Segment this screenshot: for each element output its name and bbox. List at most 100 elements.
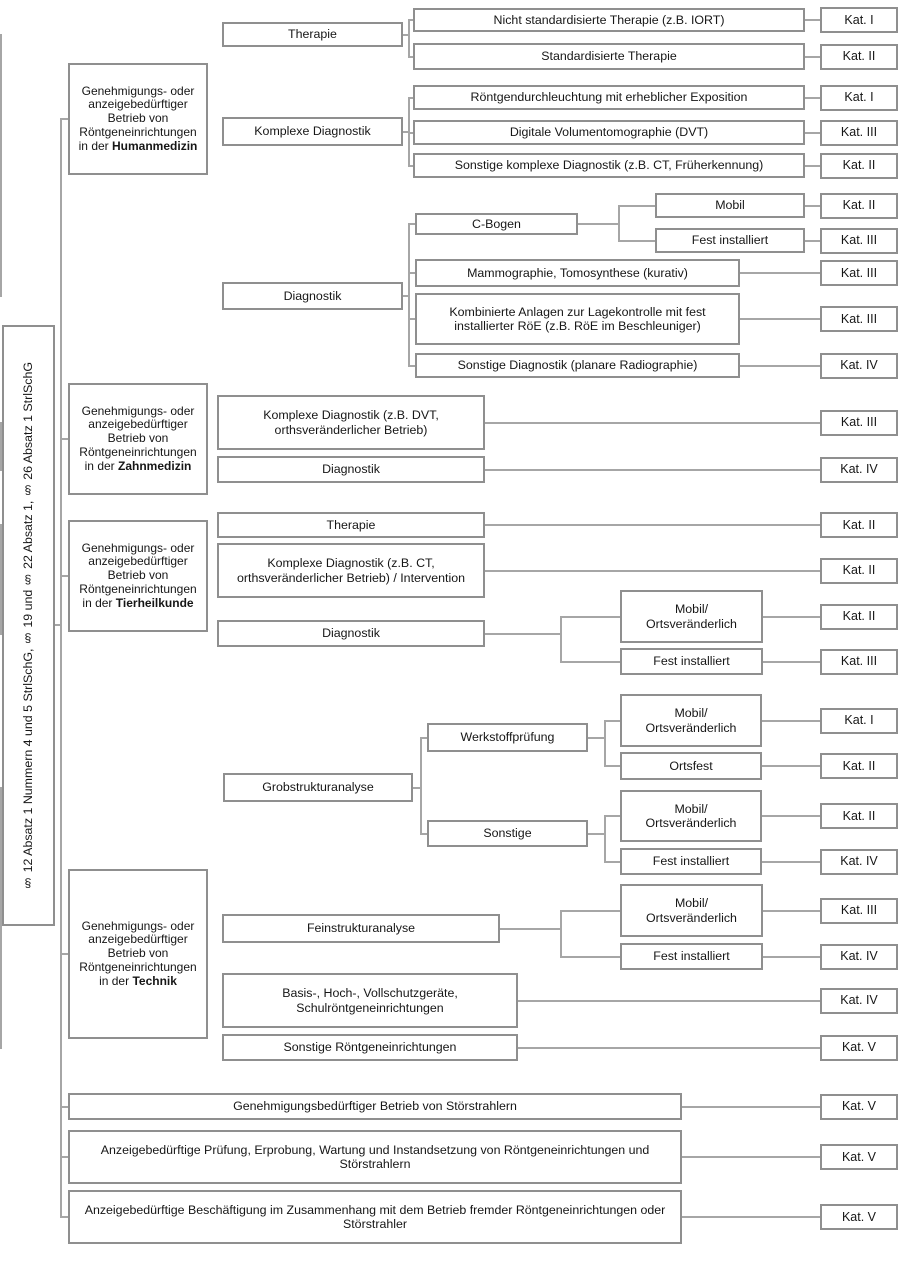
node-label: Diagnostik: [322, 626, 380, 641]
kat-badge-hm-d-mammo: Kat. III: [820, 260, 898, 286]
connector-line: [60, 438, 68, 440]
node-grob-werkstoff: Werkstoffprüfung: [427, 723, 588, 752]
node-label: Sonstige komplexe Diagnostik (z.B. CT, F…: [454, 158, 764, 173]
node-cb-mobil: Mobil: [655, 193, 805, 218]
node-hm-t2: Standardisierte Therapie: [413, 43, 805, 70]
node-label: Basis-, Hoch-, Vollschutzgeräte, Schulrö…: [282, 986, 458, 1015]
connector-line: [740, 318, 820, 320]
connector-line: [762, 815, 820, 817]
node-label: C-Bogen: [472, 216, 521, 231]
kat-label: Kat. III: [840, 311, 878, 326]
node-ws-ortsfest: Ortsfest: [620, 752, 762, 780]
node-row-besch: Anzeigebedürftige Beschäftigung im Zusam…: [68, 1190, 682, 1244]
connector-line: [604, 719, 620, 722]
connector-line: [805, 164, 820, 167]
connector-line: [408, 96, 413, 99]
kat-badge-hm-k3: Kat. II: [820, 152, 898, 179]
connector-line: [518, 999, 820, 1002]
connector-line: [420, 832, 427, 835]
kat-badge-zm-diagnostik: Kat. IV: [820, 456, 898, 483]
connector-line: [805, 131, 820, 134]
kat-badge-hm-d-kombi: Kat. III: [820, 306, 898, 332]
connector-line: [560, 660, 620, 663]
connector-line: [408, 19, 413, 21]
connector-line: [500, 927, 560, 930]
node-zm-diagnostik: Diagnostik: [217, 456, 485, 483]
node-label: Fest installiert: [653, 949, 730, 964]
node-fs-fest: Fest installiert: [620, 943, 763, 970]
connector-line: [408, 55, 413, 58]
kat-label: Kat. IV: [840, 358, 878, 373]
kat-badge-th-d-fest: Kat. III: [820, 648, 898, 675]
node-hm-therapie: Therapie: [222, 22, 403, 47]
kat-badge-hm-d-sonst: Kat. IV: [820, 352, 898, 379]
connector-line: [805, 239, 820, 242]
node-hm-komplexe: Komplexe Diagnostik: [222, 117, 403, 146]
connector-line: [682, 1156, 820, 1158]
node-th-komplexe: Komplexe Diagnostik (z.B. CT, orthsverän…: [217, 543, 485, 598]
node-label: Standardisierte Therapie: [541, 49, 677, 64]
kat-badge-ws-mobil: Kat. I: [820, 707, 898, 734]
connector-line: [578, 223, 618, 225]
connector-line: [763, 615, 820, 618]
kat-label: Kat. V: [841, 1099, 877, 1114]
node-label: Mobil/ Ortsveränderlich: [646, 602, 737, 631]
node-label: Kombinierte Anlagen zur Lagekontrolle mi…: [449, 304, 706, 333]
kat-label: Kat. I: [844, 12, 874, 27]
node-row-pruef: Anzeigebedürftige Prüfung, Erprobung, Wa…: [68, 1130, 682, 1184]
kat-label: Kat. III: [840, 903, 878, 918]
connector-line: [60, 953, 68, 955]
node-hm-d-mammo: Mammographie, Tomosynthese (kurativ): [415, 259, 740, 287]
node-label: Fest installiert: [652, 854, 730, 869]
node-label: Mammographie, Tomosynthese (kurativ): [467, 265, 688, 280]
connector-line: [0, 786, 2, 1049]
connector-line: [485, 524, 820, 526]
kat-label: Kat. II: [842, 158, 876, 173]
kat-label: Kat. III: [840, 125, 878, 140]
connector-line: [408, 364, 415, 367]
connector-line: [60, 118, 62, 1218]
kat-badge-tk-sonstige: Kat. V: [820, 1034, 898, 1061]
connector-line: [60, 1216, 68, 1218]
kat-badge-gs-fest: Kat. IV: [820, 848, 898, 875]
connector-line: [408, 131, 413, 134]
node-hm-d-sonst: Sonstige Diagnostik (planare Radiographi…: [415, 353, 740, 378]
connector-line: [604, 765, 620, 767]
kat-badge-cb-fest: Kat. III: [820, 227, 898, 254]
connector-line: [604, 815, 620, 817]
kat-badge-cb-mobil: Kat. II: [820, 192, 898, 219]
node-label-bold: Humanmedizin: [112, 138, 198, 153]
node-label: Sonstige: [483, 826, 532, 841]
connector-line: [60, 575, 68, 577]
kat-badge-hm-k2: Kat. III: [820, 119, 898, 146]
connector-line: [60, 1156, 68, 1158]
node-label-bold: Zahnmedizin: [118, 458, 192, 473]
connector-line: [560, 615, 620, 618]
node-label: Komplexe Diagnostik: [254, 124, 371, 139]
kat-label: Kat. IV: [840, 462, 878, 477]
connector-line: [740, 364, 820, 367]
connector-line: [420, 736, 422, 835]
node-hm-k2: Digitale Volumentomographie (DVT): [413, 120, 805, 145]
kat-badge-hm-t2: Kat. II: [820, 43, 898, 70]
kat-label: Kat. I: [844, 713, 874, 728]
node-label: Digitale Volumentomographie (DVT): [509, 125, 709, 140]
node-th-d-fest: Fest installiert: [620, 648, 763, 675]
kat-badge-hm-t1: Kat. I: [820, 7, 898, 33]
node-label: Mobil: [715, 198, 745, 213]
node-label: Fest installiert: [691, 233, 769, 248]
kat-badge-row-besch: Kat. V: [820, 1204, 898, 1230]
node-label: Diagnostik: [283, 288, 342, 303]
connector-line: [763, 909, 820, 912]
node-th-diagnostik: Diagnostik: [217, 620, 485, 647]
connector-line: [762, 719, 820, 722]
connector-line: [682, 1105, 820, 1108]
kat-badge-gs-mobil: Kat. II: [820, 803, 898, 829]
connector-line: [560, 909, 562, 958]
connector-line: [560, 615, 562, 663]
connector-line: [420, 736, 427, 739]
node-hm-t1: Nicht standardisierte Therapie (z.B. IOR…: [413, 8, 805, 32]
kat-badge-th-therapie: Kat. II: [820, 512, 898, 538]
node-humanmedizin: Genehmigungs- oder anzeigebedürftiger Be…: [68, 63, 208, 175]
